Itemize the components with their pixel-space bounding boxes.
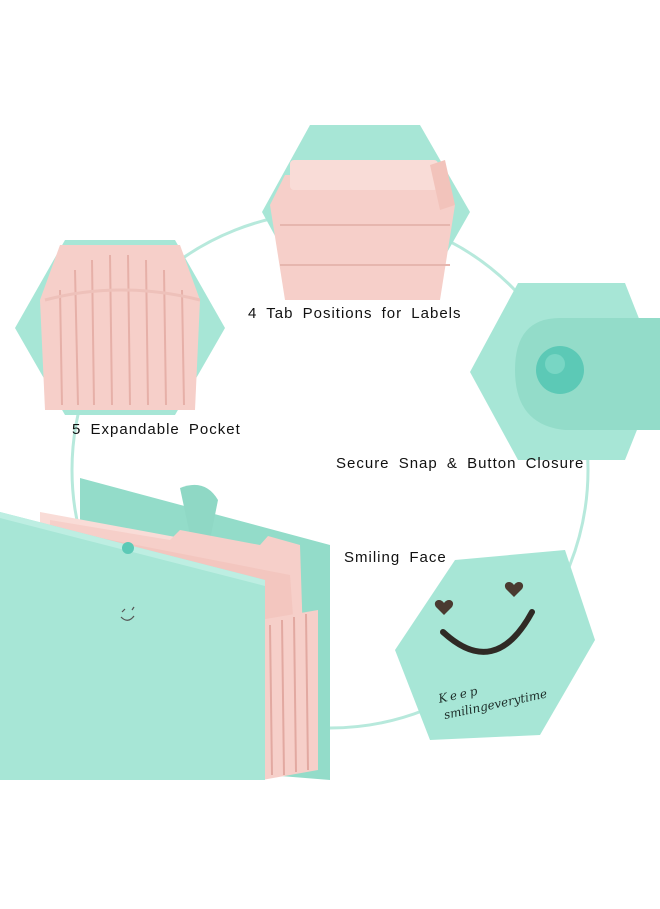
heart-eyes-icon — [434, 582, 524, 615]
small-smile-icon — [120, 606, 135, 621]
hexagon-expandable-pocket — [15, 240, 225, 415]
label-tab-positions: 4 Tab Positions for Labels — [248, 305, 462, 322]
expanding-file-folder — [0, 478, 330, 780]
smile-mouth-icon — [440, 609, 535, 655]
label-snap-closure: Secure Snap & Button Closure — [336, 455, 585, 472]
label-smiling-face: Smiling Face — [344, 549, 447, 566]
hexagon-snap-closure — [470, 283, 660, 460]
label-expandable-pocket: 5 Expandable Pocket — [72, 421, 241, 438]
hexagon-smiling-face: Keep smilingeverytime — [395, 550, 595, 740]
snap-button-icon-small — [122, 542, 134, 554]
hexagon-tab-positions — [262, 125, 470, 300]
flap-tab — [180, 484, 218, 540]
